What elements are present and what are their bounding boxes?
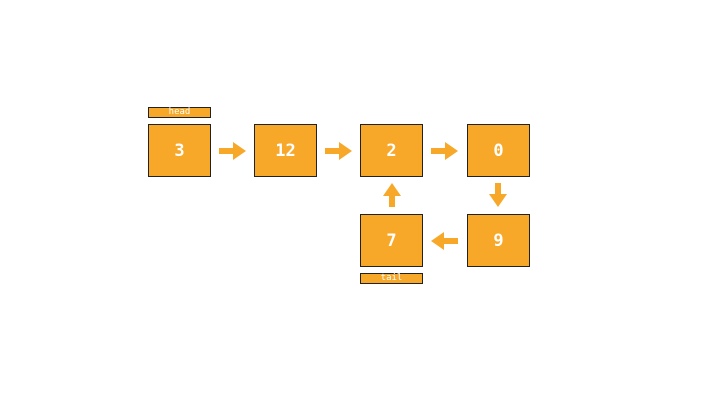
arrow-left-icon xyxy=(431,232,458,250)
tail-label: tail xyxy=(360,273,423,284)
node-4: 9 xyxy=(467,214,530,267)
node-3: 0 xyxy=(467,124,530,177)
arrow-up-icon xyxy=(383,183,401,207)
node-5: 7 xyxy=(360,214,423,267)
node-1: 12 xyxy=(254,124,317,177)
node-0: 3 xyxy=(148,124,211,177)
arrow-down-icon xyxy=(489,183,507,207)
node-2: 2 xyxy=(360,124,423,177)
head-label: head xyxy=(148,107,211,118)
arrow-right-icon xyxy=(431,142,458,160)
arrow-right-icon xyxy=(325,142,352,160)
arrow-right-icon xyxy=(219,142,246,160)
